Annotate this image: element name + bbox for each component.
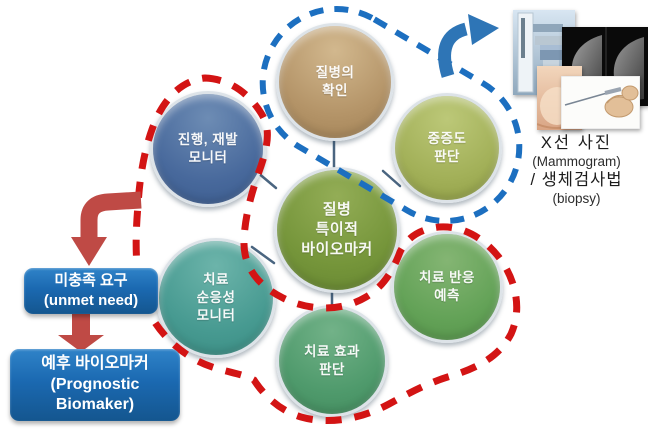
node-progression-recurrence-monitor: 진행, 재발 모니터	[150, 91, 266, 207]
photo-caption: X선 사진 (Mammogram) / 생체검사법 (biopsy)	[505, 134, 648, 207]
unmet-need-box: 미충족 요구 (unmet need)	[24, 268, 158, 314]
node-treatment-response-prediction: 치료 반응 예측	[391, 231, 503, 343]
node-label: 질병 특이적 바이오마커	[301, 200, 373, 259]
node-label: 치료 순응성 모니터	[196, 271, 236, 324]
blue-curved-arrow	[438, 14, 499, 78]
caption-biopsy-kr-line: / 생체검사법	[530, 171, 623, 189]
node-treatment-effect-judgment: 치료 효과 판단	[276, 305, 388, 417]
node-label: 질병의 확인	[315, 64, 355, 98]
prognostic-biomarker-box: 예후 바이오마커 (Prognostic Biomaker)	[10, 349, 180, 421]
caption-mammogram-line: (Mammogram)	[532, 154, 621, 169]
caption-biopsy-en-line: (biopsy)	[552, 191, 601, 206]
node-severity-judgment: 중증도 판단	[392, 93, 502, 203]
node-disease-confirmation: 질병의 확인	[276, 23, 394, 141]
node-treatment-compliance-monitor: 치료 순응성 모니터	[156, 238, 276, 358]
biopsy-needle-illustration	[561, 76, 640, 129]
node-disease-specific-biomarker: 질병 특이적 바이오마커	[274, 167, 400, 293]
node-label: 치료 효과 판단	[304, 343, 360, 377]
node-label: 중증도 판단	[427, 130, 467, 164]
caption-xray-line: X선 사진	[540, 134, 613, 152]
node-label: 치료 반응 예측	[419, 269, 475, 303]
red-down-arrow	[58, 313, 104, 352]
red-bent-arrow	[71, 191, 142, 266]
node-label: 진행, 재발 모니터	[177, 131, 239, 165]
